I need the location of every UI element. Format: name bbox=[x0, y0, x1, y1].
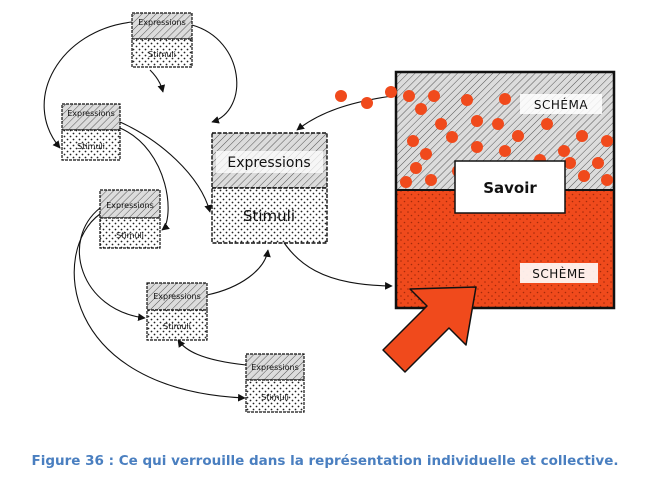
unit-0-expressions: Expressions bbox=[138, 18, 186, 27]
unit-2-main: Expressions Stimuli bbox=[211, 132, 328, 244]
unit-0-stimuli: Stimuli bbox=[148, 50, 176, 59]
unit-3: Expressions Stimuli bbox=[99, 189, 161, 249]
unit-5-stimuli: Stimuli bbox=[261, 393, 289, 402]
unit-1-stimuli: Stimuli bbox=[77, 142, 105, 151]
unit-1: Expressions Stimuli bbox=[61, 103, 121, 161]
savoir-box: Savoir bbox=[454, 160, 566, 214]
unit-2-stimuli: Stimuli bbox=[243, 207, 295, 225]
figure-caption: Figure 36 : Ce qui verrouille dans la re… bbox=[31, 453, 619, 469]
schema-label: SCHÉMA bbox=[534, 97, 588, 112]
scheme-label: SCHÈME bbox=[532, 266, 586, 281]
unit-1-expressions: Expressions bbox=[67, 109, 115, 118]
unit-3-expressions: Expressions bbox=[106, 201, 154, 210]
big-red-arrow bbox=[382, 286, 477, 373]
unit-4-expressions: Expressions bbox=[153, 292, 201, 301]
unit-5: Expressions Stimuli bbox=[245, 353, 305, 413]
savoir-label: Savoir bbox=[483, 179, 537, 197]
particles bbox=[335, 86, 613, 188]
diagram-canvas: Expressions Stimuli Expressions Stimuli … bbox=[43, 12, 616, 413]
unit-3-stimuli: Stimuli bbox=[116, 231, 144, 240]
unit-2-expressions: Expressions bbox=[227, 155, 310, 171]
unit-0: Expressions Stimuli bbox=[131, 12, 193, 68]
unit-5-expressions: Expressions bbox=[251, 363, 299, 372]
unit-4: Expressions Stimuli bbox=[146, 282, 208, 341]
unit-4-stimuli: Stimuli bbox=[163, 322, 191, 331]
